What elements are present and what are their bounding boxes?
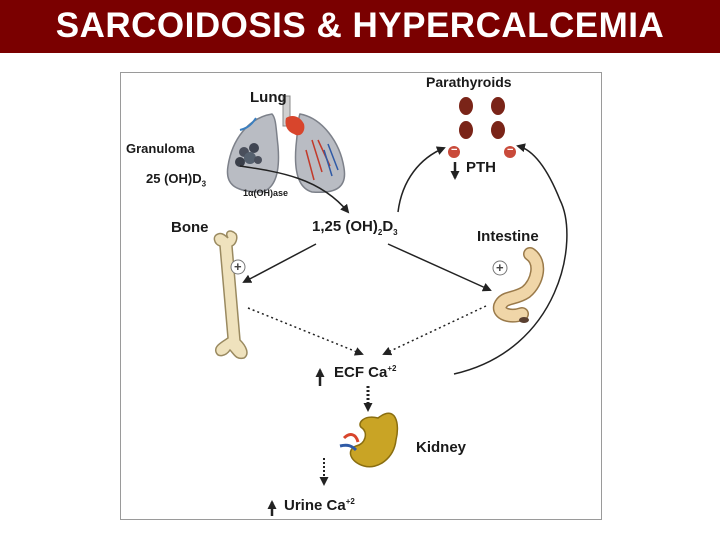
label-kidney: Kidney (416, 439, 467, 456)
label-bone: Bone (171, 219, 209, 236)
kidney-illustration (339, 412, 399, 468)
calcitriol-text: 1,25 (OH) (312, 218, 378, 235)
calcitriol-d: D (382, 218, 394, 235)
intestine-plus-sign: + (496, 260, 504, 275)
label-granuloma: Granuloma (126, 141, 195, 156)
label-pth: PTH (466, 159, 496, 176)
label-calcitriol: 1,25 (OH)2D3 (312, 218, 398, 237)
calcitriol-subscript-1: 2 (377, 228, 383, 237)
precursor-subscript: 3 (201, 179, 207, 189)
label-enzyme: 1α(OH)ase (243, 188, 289, 198)
slide-title: SARCOIDOSIS & HYPERCALCEMIA (55, 6, 665, 45)
parathyroid-minus-sign-left: − (451, 144, 458, 156)
parathyroid-minus-sign-right: − (507, 144, 514, 156)
pathway-arrows (239, 143, 568, 516)
label-lung: Lung (250, 89, 287, 106)
calcitriol-subscript-2: 3 (393, 228, 398, 237)
label-precursor: 25 (OH)D3 (146, 171, 206, 189)
label-ecf: ECF Ca+2 (334, 364, 396, 381)
precursor-text: 25 (OH)D (146, 171, 202, 186)
label-parathyroids: Parathyroids (426, 74, 512, 90)
label-urine: Urine Ca+2 (284, 497, 355, 514)
urine-superscript: +2 (345, 497, 355, 506)
urine-text: Urine Ca (284, 497, 346, 514)
ecf-superscript: +2 (387, 364, 397, 373)
sign-circles (230, 146, 516, 276)
ecf-text: ECF Ca (334, 364, 388, 381)
lung-illustration (226, 95, 346, 194)
bone-illustration (213, 230, 248, 360)
parathyroid-glands (459, 97, 505, 139)
intestine-illustration (492, 247, 545, 323)
bone-plus-sign: + (234, 259, 242, 274)
label-intestine: Intestine (477, 228, 539, 245)
title-bar (0, 0, 720, 53)
granuloma-cluster (235, 143, 262, 167)
